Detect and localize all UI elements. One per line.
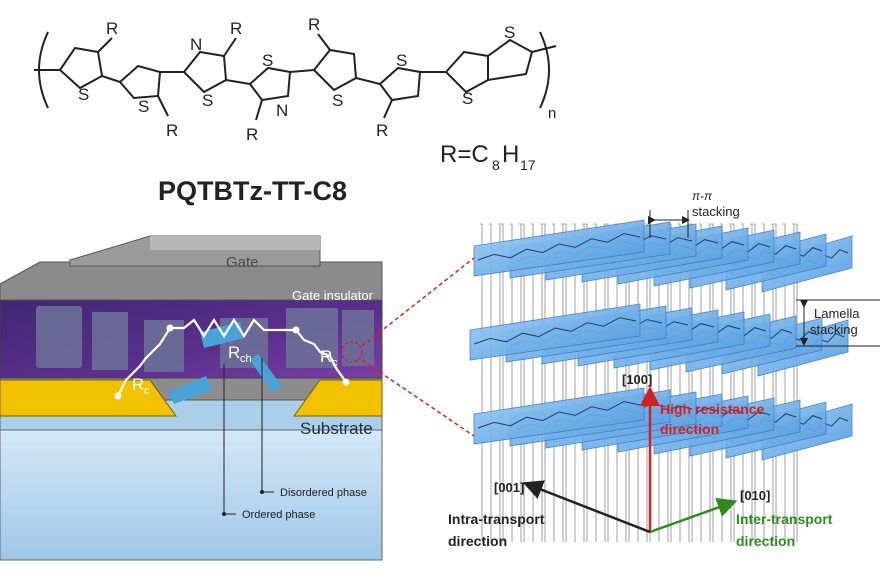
zoom-line-bottom bbox=[361, 359, 475, 437]
ring-7-thienothiophene bbox=[444, 50, 489, 94]
rc-right-label: R bbox=[320, 347, 332, 366]
ring-3-thiazole bbox=[182, 50, 228, 94]
pi-sheet bbox=[469, 303, 641, 361]
axis-010-arrow bbox=[649, 497, 738, 534]
s-label: S bbox=[462, 89, 473, 108]
inter-transport-label-1: Inter-transport bbox=[736, 511, 833, 527]
gate-insulator-label: Gate insulator bbox=[292, 288, 374, 303]
r-label: R bbox=[376, 121, 388, 140]
s-label: S bbox=[202, 91, 213, 110]
device-schematic: Gate Gate insulator Substrate R c R ch R… bbox=[0, 235, 383, 561]
rc-left-label: R bbox=[132, 375, 144, 394]
zoom-line-top bbox=[361, 257, 475, 347]
pi-sheet bbox=[473, 387, 645, 445]
resistor-nodes bbox=[114, 324, 350, 400]
source-electrode bbox=[0, 379, 177, 417]
gate-label: Gate bbox=[226, 254, 259, 271]
disordered-phase-label: Disordered phase bbox=[280, 487, 367, 499]
s-label: S bbox=[138, 97, 149, 116]
ring-4-thiazole bbox=[248, 66, 292, 102]
s-label: S bbox=[262, 51, 273, 70]
ring-2 bbox=[118, 64, 162, 100]
ring-6 bbox=[378, 66, 422, 102]
n-label: N bbox=[276, 101, 288, 120]
r-def-mid: H bbox=[502, 141, 519, 168]
pi-stacking-label-top: π-π bbox=[692, 189, 713, 203]
gate-top bbox=[150, 236, 320, 250]
pi-sheet bbox=[473, 219, 645, 277]
ring-1 bbox=[58, 46, 104, 90]
r-label: R bbox=[230, 19, 242, 38]
axis-001-label: [001] bbox=[494, 480, 524, 495]
repeat-subscript: n bbox=[548, 105, 556, 122]
pi-stacked-sheets bbox=[469, 219, 853, 461]
axis-100-label: [100] bbox=[622, 372, 652, 387]
high-resistance-label-1: High resistance bbox=[660, 401, 764, 417]
lamella-marker bbox=[796, 299, 880, 347]
right-bracket bbox=[539, 31, 550, 109]
substrate-label: Substrate bbox=[300, 419, 373, 438]
polymer-backbone bbox=[473, 317, 637, 345]
drain-electrode bbox=[293, 379, 383, 417]
r-def-prefix: R=C bbox=[440, 141, 489, 168]
axis-010-label: [010] bbox=[740, 488, 770, 503]
r-label: R bbox=[246, 125, 258, 144]
rch-sub: ch bbox=[240, 353, 252, 365]
intra-transport-label-1: Intra-transport bbox=[448, 511, 545, 527]
ring-5 bbox=[312, 48, 358, 92]
n-label: N bbox=[190, 35, 202, 54]
ordered-phase-label: Ordered phase bbox=[242, 509, 315, 521]
r-label: R bbox=[166, 121, 178, 140]
r-label: R bbox=[308, 15, 320, 34]
polymer-backbone bbox=[477, 401, 641, 429]
r-definition: R=C 8 H 17 bbox=[440, 141, 536, 173]
high-resistance-label-2: direction bbox=[660, 421, 719, 437]
r-def-sub1: 8 bbox=[492, 157, 500, 173]
pi-stacking-marker bbox=[648, 210, 690, 238]
zoom-circle bbox=[341, 341, 363, 363]
polymer-name: PQTBTz-TT-C8 bbox=[158, 176, 347, 206]
inter-transport-label-2: direction bbox=[736, 533, 795, 549]
s-label: S bbox=[332, 91, 343, 110]
rc-right-sub: c bbox=[332, 357, 338, 369]
chemical-labels: R S R S N R S S N R R S S R S S n bbox=[78, 15, 556, 144]
axis-001-arrow bbox=[522, 480, 651, 534]
s-label: S bbox=[504, 23, 515, 42]
disordered-grains bbox=[168, 322, 282, 404]
ring-8-thienothiophene bbox=[487, 38, 534, 82]
lamella-label-top: Lamella bbox=[814, 306, 860, 321]
s-label: S bbox=[396, 51, 407, 70]
insulator-slab bbox=[0, 261, 383, 301]
chemical-structure bbox=[34, 31, 557, 121]
rch-label: R bbox=[228, 343, 240, 362]
polymer-backbone bbox=[477, 233, 641, 261]
pi-stacking-label-bottom: stacking bbox=[692, 204, 740, 219]
s-label: S bbox=[78, 85, 89, 104]
rc-left-sub: c bbox=[144, 385, 150, 397]
resistor-network bbox=[117, 317, 347, 397]
r-def-sub2: 17 bbox=[520, 157, 536, 173]
lamella-label-bottom: stacking bbox=[810, 322, 858, 337]
molecular-packing bbox=[469, 219, 853, 542]
intra-transport-label-2: direction bbox=[448, 533, 507, 549]
r-label: R bbox=[106, 19, 118, 38]
